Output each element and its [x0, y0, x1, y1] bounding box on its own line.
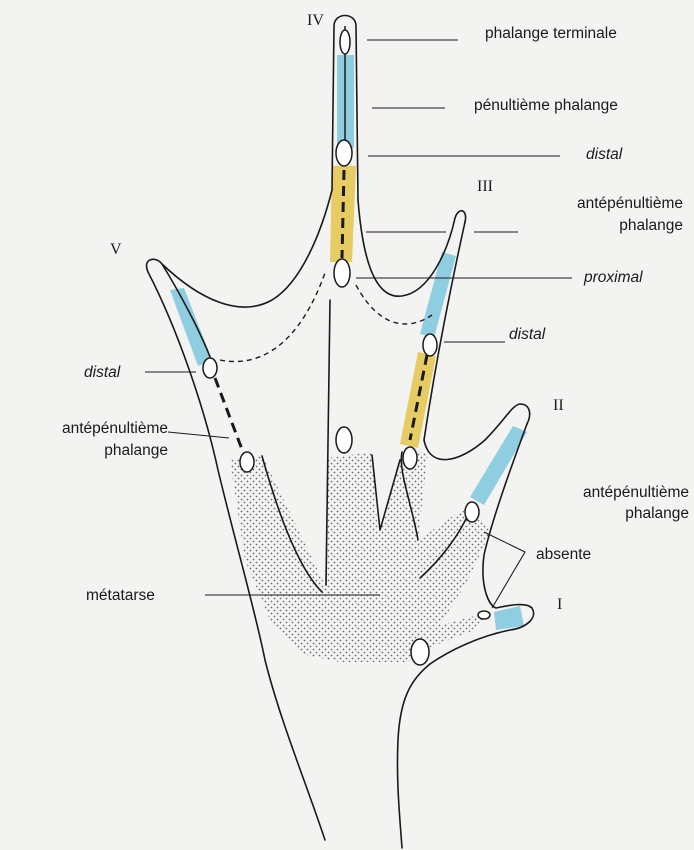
joint-iv-1: [336, 140, 352, 166]
metatarsal-stipple: [230, 452, 492, 662]
joint-v-1: [203, 358, 217, 378]
label-proximal: proximal: [583, 269, 643, 286]
joint-iii-1: [423, 334, 437, 356]
label-antepenultieme-v-1: antépénultième: [62, 420, 168, 437]
label-antepenultieme-iv-2: phalange: [619, 217, 683, 234]
joint-i-1: [478, 611, 490, 619]
digit-label-i: I: [557, 596, 562, 613]
label-distal-v: distal: [84, 364, 121, 381]
phalanx-v-blue: [170, 288, 212, 366]
label-antepenultieme-iv-1: antépénultième: [577, 195, 683, 212]
label-antepenultieme-ii-2: phalange: [625, 505, 689, 522]
label-metatarse: métatarse: [86, 587, 155, 604]
phalanx-ii-blue: [470, 426, 527, 505]
label-distal-iii: distal: [509, 326, 546, 343]
label-distal-iv: distal: [586, 146, 623, 163]
label-penultieme-phalange: pénultième phalange: [474, 97, 618, 114]
joint-ii-1: [465, 502, 479, 522]
phalanx-i-blue: [494, 606, 524, 630]
label-antepenultieme-v-2: phalange: [104, 442, 168, 459]
digit-label-ii: II: [553, 397, 564, 414]
joint-iii-2: [403, 447, 417, 469]
label-phalange-terminale: phalange terminale: [485, 25, 617, 42]
digit-label-v: V: [110, 241, 122, 258]
digit-label-iv: IV: [307, 12, 324, 29]
joint-i-2: [411, 639, 429, 665]
label-antepenultieme-ii-1: antépénultième: [583, 484, 689, 501]
joint-iv-distal: [340, 30, 350, 54]
label-absente: absente: [536, 546, 591, 563]
joint-iv-2: [334, 259, 350, 287]
digit-label-iii: III: [477, 178, 493, 195]
joint-iv-3: [336, 427, 352, 453]
joint-v-2: [240, 452, 254, 472]
phalanx-iv-antepenultimate-yellow: [330, 166, 356, 262]
